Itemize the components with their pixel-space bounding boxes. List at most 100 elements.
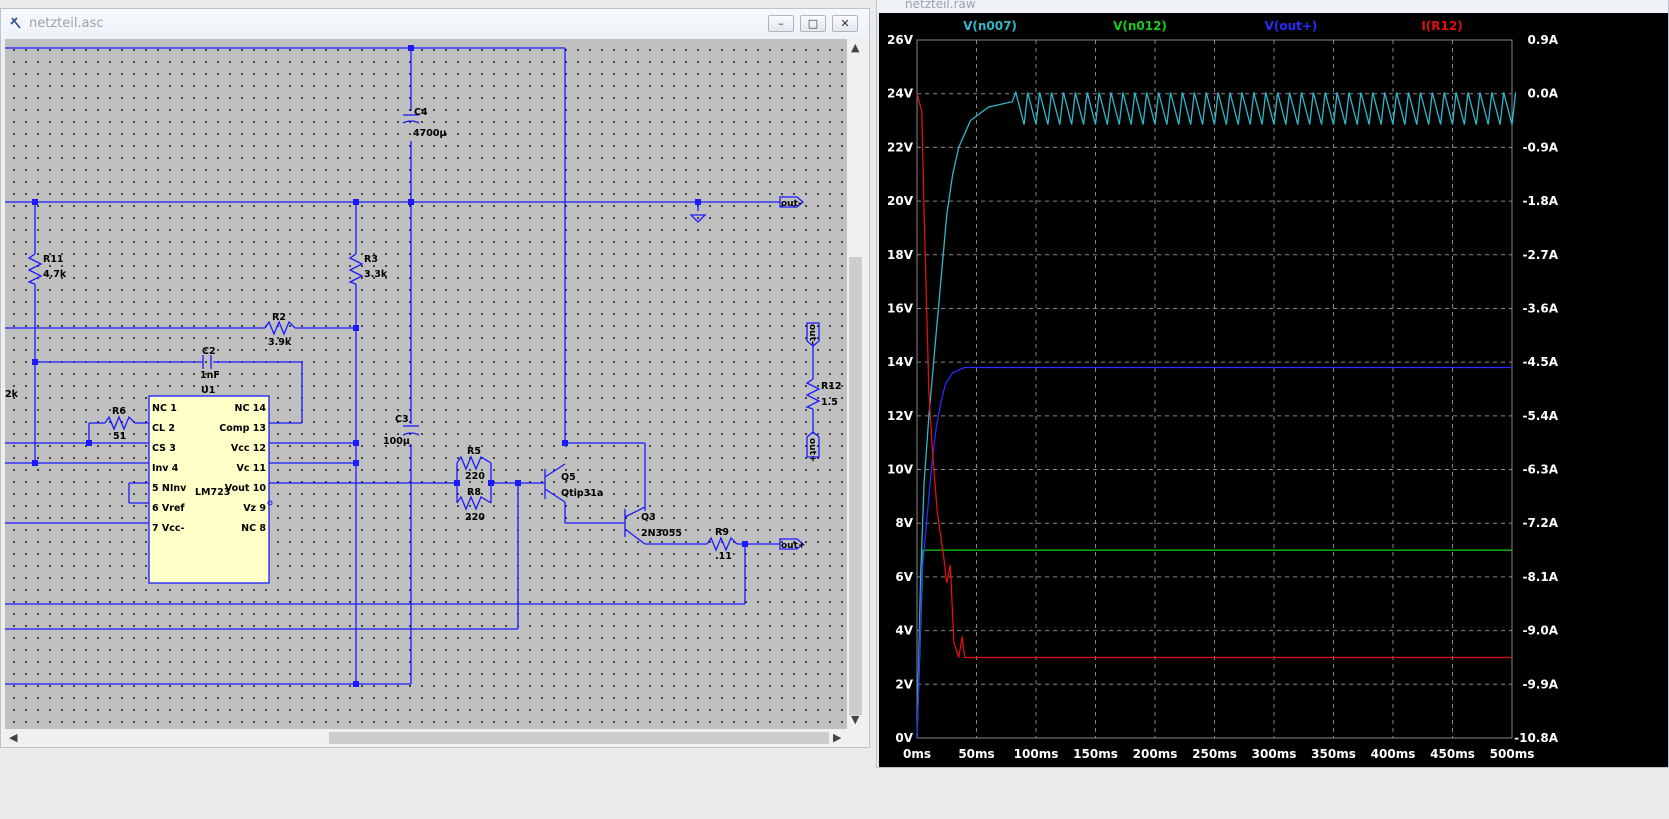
x-tick-label: 150ms xyxy=(1073,747,1118,761)
y-left-tick-label: 4V xyxy=(895,624,913,638)
y-left-tick-label: 14V xyxy=(887,355,914,369)
lm723-pin-left: 7 Vcc- xyxy=(152,523,185,534)
schematic-titlebar[interactable]: netzteil.asc – □ ✕ xyxy=(1,9,869,39)
r12-top-flag[interactable]: out- xyxy=(807,324,817,345)
y-right-tick-label: -6.3A xyxy=(1522,463,1558,477)
q5-label: Q5 xyxy=(561,472,576,483)
x-tick-label: 100ms xyxy=(1014,747,1059,761)
lm723-pin-right: Vc 11 xyxy=(236,463,266,474)
vertical-scroll-thumb[interactable] xyxy=(849,257,862,715)
y-right-tick-label: -4.5A xyxy=(1522,355,1558,369)
lm723-pin-left: 5 NInv xyxy=(152,483,187,494)
lm723-chip[interactable] xyxy=(148,395,270,584)
q3-value: 2N3055 xyxy=(641,528,682,539)
wires xyxy=(5,47,814,685)
y-right-tick-label: -2.7A xyxy=(1522,248,1558,262)
junction-dots xyxy=(32,45,748,687)
r9-value: .11 xyxy=(715,551,732,562)
y-left-tick-label: 0V xyxy=(895,731,913,745)
out-plus-flag[interactable]: out+ xyxy=(781,541,805,551)
y-left-tick-label: 22V xyxy=(887,140,914,154)
schematic-app-icon xyxy=(10,17,21,29)
lm723-pin-left: NC 1 xyxy=(152,403,177,414)
lm723-pin-right: NC 8 xyxy=(241,523,266,534)
y-right-tick-label: -5.4A xyxy=(1522,409,1558,423)
r3-label: R3 xyxy=(364,254,378,265)
schematic-vertical-scrollbar[interactable]: ▲ ▼ xyxy=(847,39,865,729)
schematic-window[interactable]: netzteil.asc – □ ✕ xyxy=(0,8,870,748)
x-tick-label: 300ms xyxy=(1252,747,1297,761)
lm723-pin-left: 6 Vref xyxy=(152,503,185,514)
minimize-button[interactable]: – xyxy=(768,15,794,32)
y-right-tick-label: -1.8A xyxy=(1522,194,1558,208)
x-tick-label: 0ms xyxy=(903,747,931,761)
y-right-tick-label: -9.9A xyxy=(1522,677,1558,691)
lm723-pin-right: Vout 10 xyxy=(225,483,267,494)
schematic-drawing[interactable]: C4 4700µ C3 100µ C2 1nF U1 R11 4.7k R3 3… xyxy=(5,39,847,729)
r3-value: 3.3k xyxy=(364,269,388,280)
horizontal-scroll-thumb[interactable] xyxy=(329,732,829,744)
schematic-horizontal-scrollbar[interactable]: ◀ ▶ xyxy=(5,729,847,747)
y-left-tick-label: 10V xyxy=(887,463,914,477)
lm723-pin-right: Vcc 12 xyxy=(231,443,266,454)
y-left-tick-label: 16V xyxy=(887,301,914,315)
y-right-tick-label: 0.0A xyxy=(1527,87,1558,101)
y-left-tick-label: 18V xyxy=(887,248,914,262)
r12-bottom-flag[interactable]: out+ xyxy=(807,438,817,462)
trace-legend-label[interactable]: V(out+) xyxy=(1265,19,1318,33)
y-right-tick-label: -8.1A xyxy=(1522,570,1558,584)
maximize-button[interactable]: □ xyxy=(800,15,826,32)
trace-legend-label[interactable]: V(n012) xyxy=(1113,19,1167,33)
y-right-tick-label: -7.2A xyxy=(1522,516,1558,530)
lm723-pin-right: NC 14 xyxy=(235,403,267,414)
r8-label: R8 xyxy=(467,487,481,498)
r9-label: R9 xyxy=(715,527,729,538)
r12-label: R12 xyxy=(821,381,842,392)
y-left-tick-label: 24V xyxy=(887,87,914,101)
trace-vout xyxy=(916,366,1512,739)
scroll-left-arrow[interactable]: ◀ xyxy=(9,731,18,744)
trace-vn007 xyxy=(916,90,1517,739)
c2-value: 1nF xyxy=(200,370,220,381)
r6-label: R6 xyxy=(112,406,126,417)
x-tick-label: 250ms xyxy=(1192,747,1237,761)
r6-value: 51 xyxy=(113,431,126,442)
y-left-tick-label: 26V xyxy=(887,33,914,47)
c4-label: C4 xyxy=(414,107,428,118)
schematic-window-title: netzteil.asc xyxy=(29,16,104,31)
x-tick-label: 200ms xyxy=(1133,747,1178,761)
trace-legend-label[interactable]: I(R12) xyxy=(1421,19,1462,33)
r5-value: 220 xyxy=(465,471,485,482)
trace-legend-label[interactable]: V(n007) xyxy=(963,19,1017,33)
schematic-canvas[interactable]: C4 4700µ C3 100µ C2 1nF U1 R11 4.7k R3 3… xyxy=(5,39,847,729)
x-tick-label: 500ms xyxy=(1490,747,1535,761)
scroll-down-arrow[interactable]: ▼ xyxy=(851,713,860,726)
close-button[interactable]: ✕ xyxy=(832,15,858,32)
x-tick-label: 350ms xyxy=(1311,747,1356,761)
lm723-pin-left: CL 2 xyxy=(152,423,175,434)
y-left-tick-label: 20V xyxy=(887,194,914,208)
c3-label: C3 xyxy=(395,414,409,425)
r12-value: 1.5 xyxy=(821,397,838,408)
y-left-tick-label: 8V xyxy=(895,516,913,530)
lm723-pin-right: Comp 13 xyxy=(219,423,266,434)
resistor-symbols xyxy=(27,114,821,552)
r11-value: 4.7k xyxy=(43,269,67,280)
y-right-tick-label: -10.8A xyxy=(1514,731,1559,745)
waveform-titlebar[interactable]: netzteil.raw xyxy=(877,0,1668,13)
x-tick-label: 400ms xyxy=(1371,747,1416,761)
scroll-up-arrow[interactable]: ▲ xyxy=(851,41,860,54)
partial-left-label: 2k xyxy=(5,389,19,400)
r2-label: R2 xyxy=(272,312,286,323)
waveform-window-title: netzteil.raw xyxy=(905,0,976,11)
lm723-pin-left: Inv 4 xyxy=(152,463,179,474)
trace-ir12 xyxy=(916,93,1512,659)
scroll-right-arrow[interactable]: ▶ xyxy=(833,731,842,744)
c4-value: 4700µ xyxy=(413,128,446,139)
out-minus-flag[interactable]: out- xyxy=(781,199,802,209)
